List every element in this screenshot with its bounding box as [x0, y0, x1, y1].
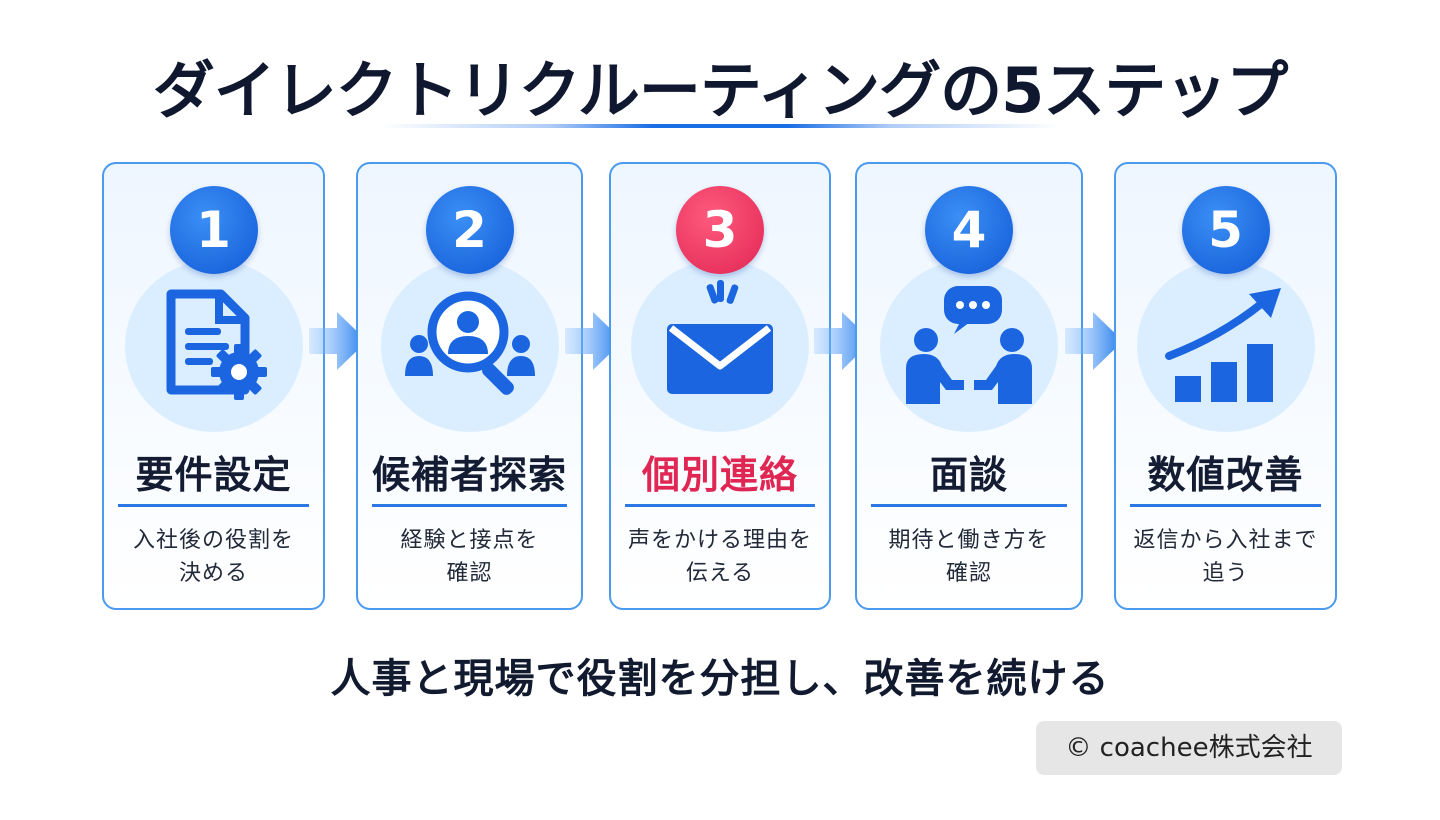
step-description-line: 追う [1202, 561, 1249, 586]
step-card-5: 5 数値改善 返信から入社まで 追う [1114, 162, 1337, 610]
conversation-icon [906, 286, 1032, 404]
step-number-badge-3: 3 [676, 186, 764, 274]
step-description-line: 入社後の役割を [132, 528, 294, 553]
arrow-right-icon [814, 312, 872, 370]
step-divider [118, 504, 309, 507]
icon-halo [1136, 260, 1315, 432]
envelope-icon [667, 280, 773, 394]
tagline: 人事と現場で役割を分担し、改善を続ける [330, 656, 1110, 702]
copyright-credit: © coachee株式会社 [1036, 721, 1342, 775]
step-number-badge-4: 4 [925, 186, 1013, 274]
step-card-2: 2 候補者探索 経験と接点を 確認 [356, 162, 583, 610]
arrow-right-icon [309, 312, 367, 370]
step-divider [1130, 504, 1321, 507]
step-number-badge-5: 5 [1181, 186, 1270, 274]
step-divider [625, 504, 815, 507]
step-number-badge-2: 2 [425, 186, 514, 274]
step-title-4: 面談 [929, 453, 1008, 497]
step-description-line: 声をかける理由を [627, 528, 812, 553]
step-divider [871, 504, 1067, 507]
step-card-3: 3 個別連絡 声をかける理由を 伝える [609, 162, 831, 610]
step-description-1: 入社後の役割を 決める [114, 524, 313, 590]
step-description-line: 期待と働き方を [888, 528, 1050, 553]
step-description-line: 返信から入社まで [1133, 528, 1318, 553]
step-description-line: 経験と接点を [400, 528, 539, 553]
step-description-4: 期待と働き方を 確認 [867, 524, 1071, 590]
step-title-5: 数値改善 [1147, 453, 1304, 497]
growth-chart-icon [1164, 288, 1281, 402]
step-card-4: 4 面談 期待と働き方を 確認 [855, 162, 1083, 610]
step-description-line: 確認 [446, 561, 493, 586]
step-title-2: 候補者探索 [371, 453, 567, 497]
step-number-badge-1: 1 [169, 186, 258, 274]
arrow-right-icon [565, 312, 623, 370]
title-underline [380, 124, 1060, 128]
step-divider [372, 504, 567, 507]
step-description-3: 声をかける理由を 伝える [621, 524, 819, 590]
step-description-line: 伝える [685, 561, 755, 586]
step-description-5: 返信から入社まで 追う [1126, 524, 1325, 590]
people-search-icon [404, 291, 535, 395]
step-card-1: 1 要件設定 入社後の役割を 決める [102, 162, 325, 610]
step-description-line: 確認 [945, 561, 992, 586]
step-title-3: 個別連絡 [641, 453, 798, 497]
step-description-2: 経験と接点を 確認 [368, 524, 571, 590]
page-title: ダイレクトリクルーティングの5ステップ [152, 54, 1289, 127]
step-title-1: 要件設定 [135, 453, 292, 497]
step-description-line: 決める [178, 561, 248, 586]
document-gear-icon [166, 289, 267, 400]
arrow-right-icon [1065, 312, 1123, 370]
